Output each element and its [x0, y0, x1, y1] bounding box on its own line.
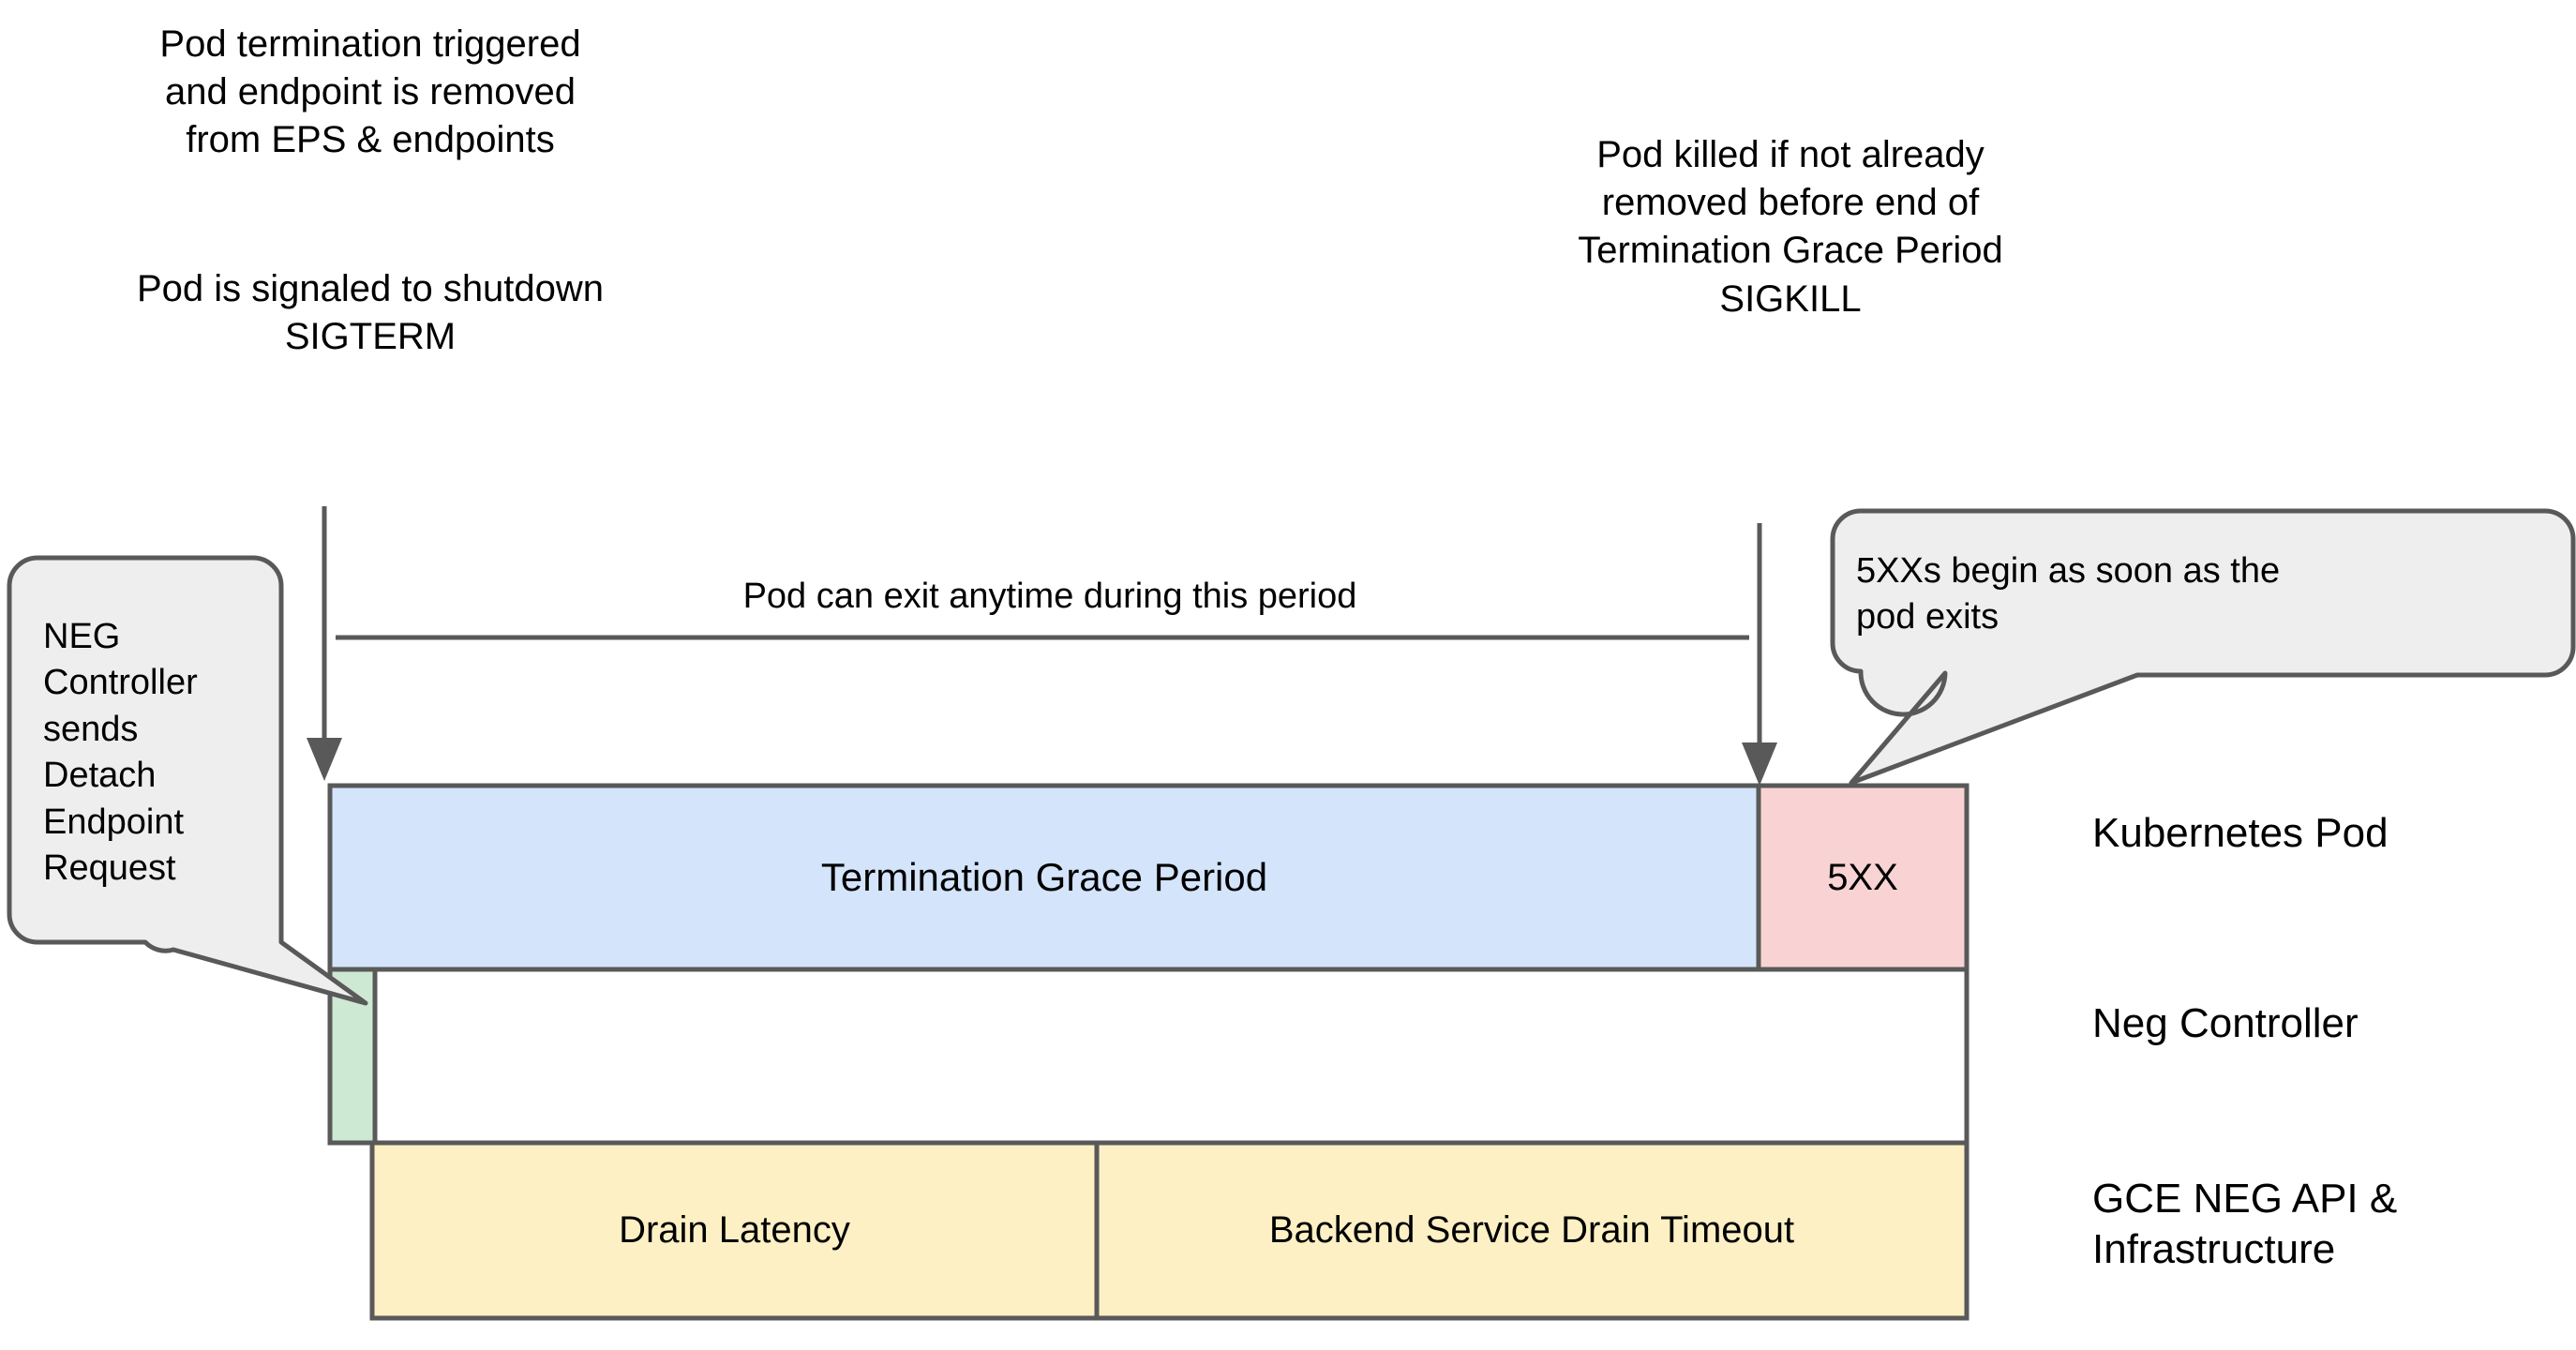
lane-label-gce-neg-api: GCE NEG API & Infrastructure: [2092, 1176, 2398, 1272]
bar-neg-controller-row: [369, 967, 1969, 1146]
lane-label-kubernetes-pod: Kubernetes Pod: [2092, 810, 2389, 856]
annotation-sigkill: Pod killed if not already removed before…: [1578, 134, 2003, 320]
5xx-callout-bubble[interactable]: [1830, 508, 2576, 786]
bar-backend-service-drain-timeout: [1094, 1140, 1969, 1321]
neg-controller-callout-bubble[interactable]: [7, 555, 368, 1006]
lane-label-neg-controller: Neg Controller: [2092, 1000, 2359, 1046]
neg-controller-callout-text: NEG Controller sends Detach Endpoint Req…: [43, 617, 198, 888]
bar-5xx: [1756, 783, 1969, 972]
annotation-sigterm: Pod is signaled to shutdown SIGTERM: [136, 268, 605, 358]
sigkill-arrow-icon: [1742, 523, 1777, 786]
bar-termination-grace-period: [327, 783, 1761, 972]
annotation-pod-termination-triggered: Pod termination triggered and endpoint i…: [159, 23, 581, 161]
5xx-callout-text: 5XXs begin as soon as the pod exits: [1856, 551, 2281, 638]
bar-drain-latency: [369, 1140, 1100, 1321]
sigterm-arrow-icon: [307, 506, 342, 781]
annotation-pod-can-exit-period: Pod can exit anytime during this period: [742, 577, 1357, 616]
